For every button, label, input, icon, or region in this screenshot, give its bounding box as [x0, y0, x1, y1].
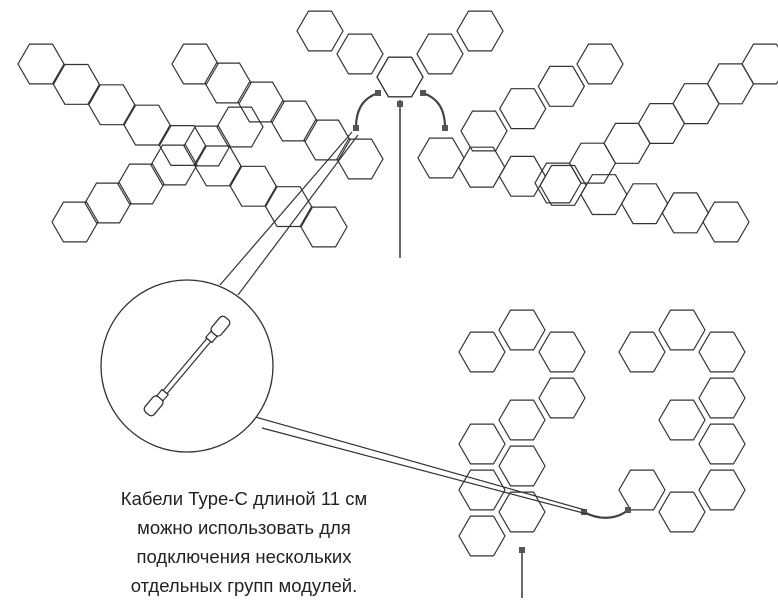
hex-module [237, 81, 285, 123]
hex-module [538, 377, 586, 419]
connector [442, 125, 448, 131]
hex-module [498, 399, 546, 441]
hex-module [264, 186, 313, 228]
digits-jumper-cable [583, 509, 629, 519]
hex-module [698, 469, 746, 511]
hex-module [534, 162, 582, 204]
hex-module [123, 104, 171, 146]
hex-module [417, 137, 465, 179]
caption-line-2: можно использовать для [137, 517, 351, 538]
hex-module [88, 84, 136, 126]
hex-module [538, 331, 586, 373]
hex-module [376, 56, 424, 98]
hex-module [458, 331, 506, 373]
hex-module [618, 469, 666, 511]
hex-module-layer [17, 10, 778, 557]
callout-pointer [261, 427, 588, 515]
callout-pointer [237, 134, 359, 296]
hex-module [296, 10, 344, 52]
hex-module [741, 43, 778, 85]
hex-module [458, 515, 506, 557]
hex-module [537, 65, 585, 107]
connector [625, 507, 631, 513]
right-jumper-cable [422, 91, 447, 129]
callout-pointer [251, 415, 586, 511]
hex-module [458, 423, 506, 465]
hex-module [498, 491, 546, 533]
hex-module [458, 146, 506, 188]
hex-module [17, 43, 65, 85]
hex-module [204, 62, 252, 104]
power-connector [519, 547, 525, 553]
hex-module [698, 423, 746, 465]
hex-module [84, 182, 132, 224]
hex-module [498, 445, 546, 487]
hex-module [183, 125, 231, 167]
hex-module [416, 33, 464, 75]
hex-module [458, 469, 506, 511]
hex-module [698, 331, 746, 373]
hex-module [568, 142, 617, 184]
hex-module [539, 164, 587, 206]
hex-module [52, 63, 101, 105]
caption-line-3: подключения нескольких [136, 546, 352, 567]
hex-module [706, 63, 755, 105]
hex-module [456, 10, 504, 52]
hex-module [698, 377, 746, 419]
hex-module [603, 122, 651, 164]
hex-module [460, 110, 508, 152]
caption-line-1: Кабели Type-C длиной 11 см [120, 488, 368, 509]
hex-module [499, 88, 547, 130]
hex-module [637, 102, 686, 144]
hex-module [620, 183, 669, 225]
connector [353, 125, 359, 131]
hex-module [158, 124, 207, 166]
power-connector [397, 101, 403, 107]
hex-module [216, 106, 264, 148]
connector [375, 90, 381, 96]
hex-module [658, 491, 706, 533]
hex-module [618, 331, 666, 373]
connector [581, 509, 587, 515]
type-c-cable-icon [143, 315, 231, 417]
hex-module [300, 206, 348, 248]
hex-module [498, 309, 546, 351]
left-jumper-cable [354, 91, 379, 129]
hex-module [498, 155, 547, 197]
hex-module [336, 33, 384, 75]
cable-layer [353, 90, 631, 598]
hex-module [117, 163, 165, 205]
hex-module [658, 399, 706, 441]
hex-module [658, 309, 706, 351]
hex-module [702, 201, 750, 243]
caption: Кабели Type-C длиной 11 см можно использ… [104, 484, 384, 600]
caption-line-4: отдельных групп модулей. [130, 575, 358, 596]
hex-module [576, 43, 624, 85]
zoom-callout [100, 131, 588, 515]
connector [420, 90, 426, 96]
callout-pointer [219, 131, 353, 286]
hex-module [672, 83, 720, 125]
hex-module [150, 144, 198, 186]
hex-module [51, 201, 99, 243]
hex-module [229, 165, 277, 207]
hex-module [171, 43, 219, 85]
hex-module [336, 138, 384, 180]
hex-module [376, 56, 424, 98]
hex-module [270, 100, 318, 142]
hex-module [661, 192, 709, 234]
hex-module [580, 174, 628, 216]
hex-module [303, 119, 351, 161]
